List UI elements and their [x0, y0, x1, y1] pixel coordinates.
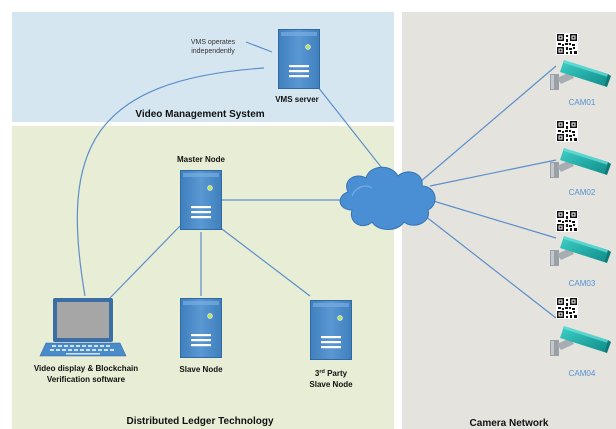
link-workstation-vms — [76, 67, 265, 297]
link-annotation-vms — [245, 41, 273, 53]
camera-network-zone — [402, 12, 616, 429]
master-node-label: Master Node — [177, 155, 226, 164]
server-icon — [310, 299, 352, 361]
vms-server-label: VMS server — [275, 95, 319, 104]
third-party-slave-node[interactable]: 3rd Party Slave Node — [309, 299, 353, 390]
vms-zone-title: Video Management System — [135, 109, 264, 120]
camera-cam01[interactable]: CAM01 — [550, 33, 611, 107]
link-vms-cloud — [313, 81, 386, 173]
link-cloud-cam04 — [419, 211, 557, 319]
camera-network-title: Camera Network — [470, 418, 549, 429]
slave-node[interactable]: Slave Node — [179, 297, 223, 375]
cloud-icon — [339, 166, 436, 230]
dlt-zone-title: Distributed Ledger Technology — [126, 416, 273, 427]
link-cloud-cam03 — [429, 199, 557, 239]
annotation-line-2: independently — [191, 48, 235, 55]
link-master-workstation — [107, 225, 181, 301]
third-party-label-line-1: 3rd Party — [315, 369, 348, 378]
qr-code-icon — [556, 297, 578, 319]
camera-label: CAM03 — [569, 279, 596, 288]
server-icon — [180, 297, 222, 359]
vms-zone — [12, 12, 394, 122]
workstation-label-line-2: Verification software — [47, 375, 126, 384]
verification-workstation[interactable]: Video display & Blockchain Verification … — [34, 298, 138, 384]
annotation-line-1: VMS operates — [191, 39, 236, 46]
camera-cam03[interactable]: CAM03 — [550, 210, 611, 288]
master-node[interactable]: Master Node — [177, 155, 226, 231]
camera-label: CAM04 — [569, 369, 596, 378]
laptop-icon — [39, 298, 127, 357]
server-icon — [278, 28, 320, 90]
vms-server[interactable]: VMS server — [275, 28, 320, 105]
camera-cam04[interactable]: CAM04 — [550, 297, 611, 378]
vms-annotation: VMS operates independently — [191, 39, 236, 55]
server-icon — [180, 169, 222, 231]
connections — [76, 41, 557, 319]
qr-code-icon — [556, 33, 578, 55]
slave-node-label: Slave Node — [179, 365, 223, 374]
link-master-third-party — [217, 225, 311, 297]
link-cloud-cam01 — [419, 65, 557, 183]
camera-cam02[interactable]: CAM02 — [550, 120, 611, 197]
link-cloud-cam02 — [429, 159, 557, 187]
camera-label: CAM02 — [569, 188, 596, 197]
camera-label: CAM01 — [569, 98, 596, 107]
qr-code-icon — [556, 210, 578, 232]
third-party-label-line-2: Slave Node — [309, 380, 353, 389]
workstation-label-line-1: Video display & Blockchain — [34, 364, 138, 373]
qr-code-icon — [556, 120, 578, 142]
